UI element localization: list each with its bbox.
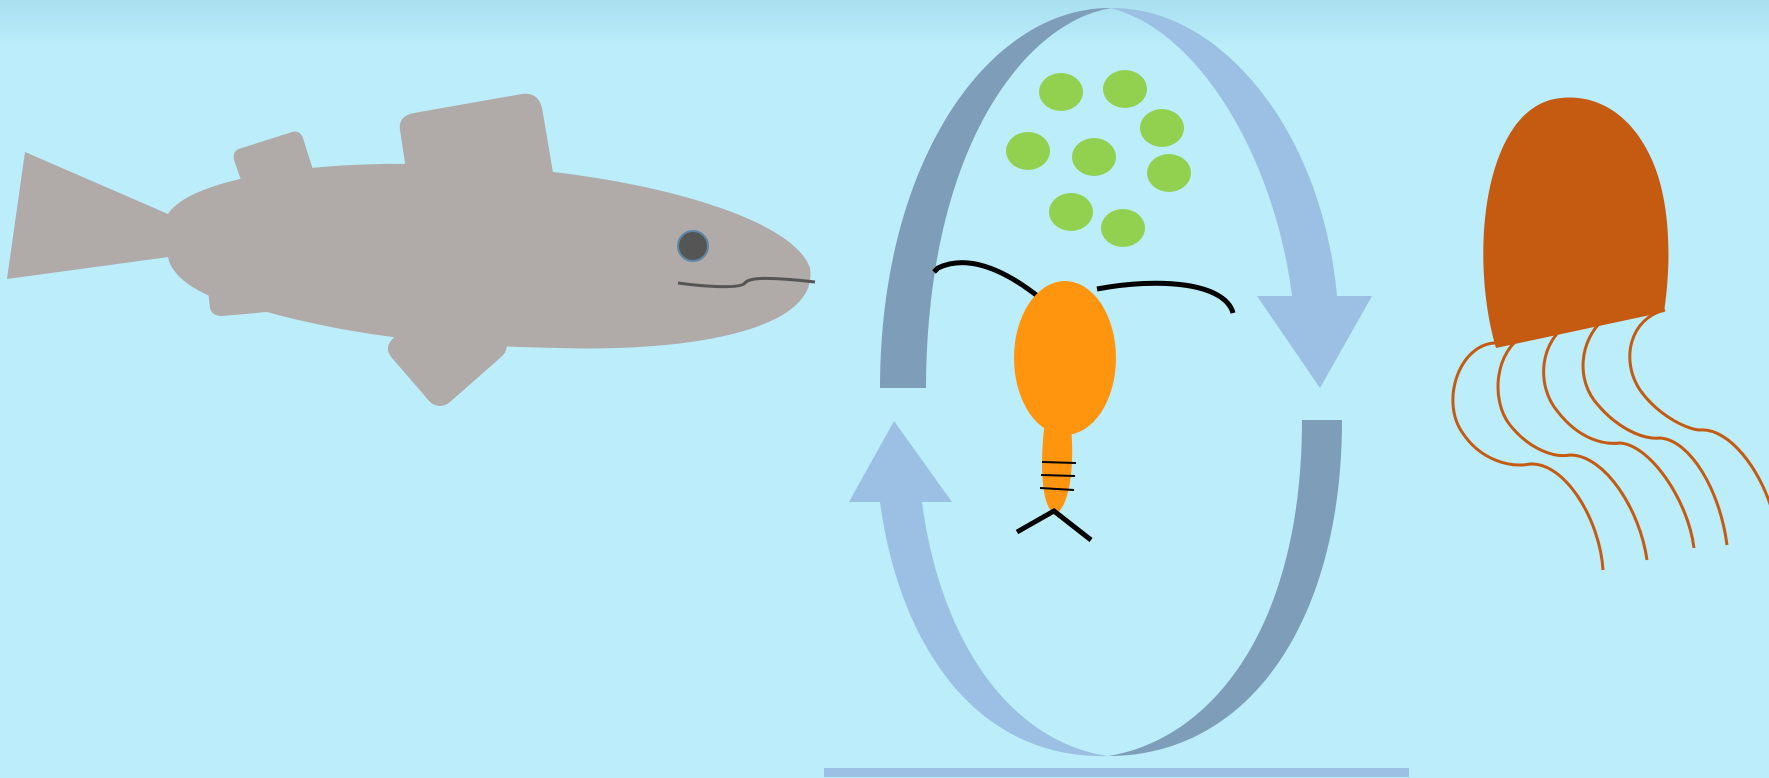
jellyfish-tentacle: [1542, 321, 1696, 549]
algae-cell-icon: [1049, 193, 1093, 231]
jellyfish-tentacle: [1451, 341, 1605, 571]
copepod-icon: [932, 260, 1236, 542]
cycle-arc-top-right: [1110, 7, 1337, 297]
jellyfish-tentacle: [1628, 308, 1769, 506]
algae-cell-icon: [1103, 70, 1147, 108]
copepod-left-antenna: [932, 260, 1042, 300]
algae-cell-icon: [1140, 109, 1184, 147]
cycle-arrow-up-head: [849, 421, 952, 502]
copepod-tail: [1042, 420, 1073, 515]
jellyfish-tentacle: [1496, 333, 1649, 561]
fish-icon: [7, 93, 816, 406]
phytoplankton-group: [1006, 70, 1191, 247]
fish-eye-icon: [677, 230, 709, 262]
jellyfish-icon: [1451, 97, 1769, 571]
algae-cell-icon: [1039, 73, 1083, 111]
fish-tail: [7, 152, 176, 279]
nutrient-cycle-arrows: [824, 7, 1409, 777]
copepod-right-antenna: [1096, 280, 1236, 314]
cycle-arc-bottom-left: [880, 502, 1108, 757]
copepod-tail-segment: [1040, 474, 1076, 477]
cycle-arc-top-left: [880, 7, 1112, 388]
jellyfish-tentacle: [1581, 318, 1729, 546]
algae-cell-icon: [1101, 209, 1145, 247]
copepod-body: [1014, 281, 1116, 435]
fish-mouth: [677, 276, 816, 289]
cycle-arrow-down-head: [1257, 296, 1372, 388]
jellyfish-bell: [1483, 97, 1669, 348]
copepod-tail-segment: [1039, 487, 1075, 491]
copepod-tail-segment: [1041, 461, 1077, 464]
cycle-arc-bottom-right: [1108, 420, 1342, 756]
fish-body: [168, 163, 811, 349]
algae-cell-icon: [1072, 138, 1116, 176]
seafloor-line: [824, 768, 1409, 777]
algae-cell-icon: [1006, 132, 1050, 170]
algae-cell-icon: [1147, 154, 1191, 192]
copepod-furca: [1015, 507, 1093, 542]
